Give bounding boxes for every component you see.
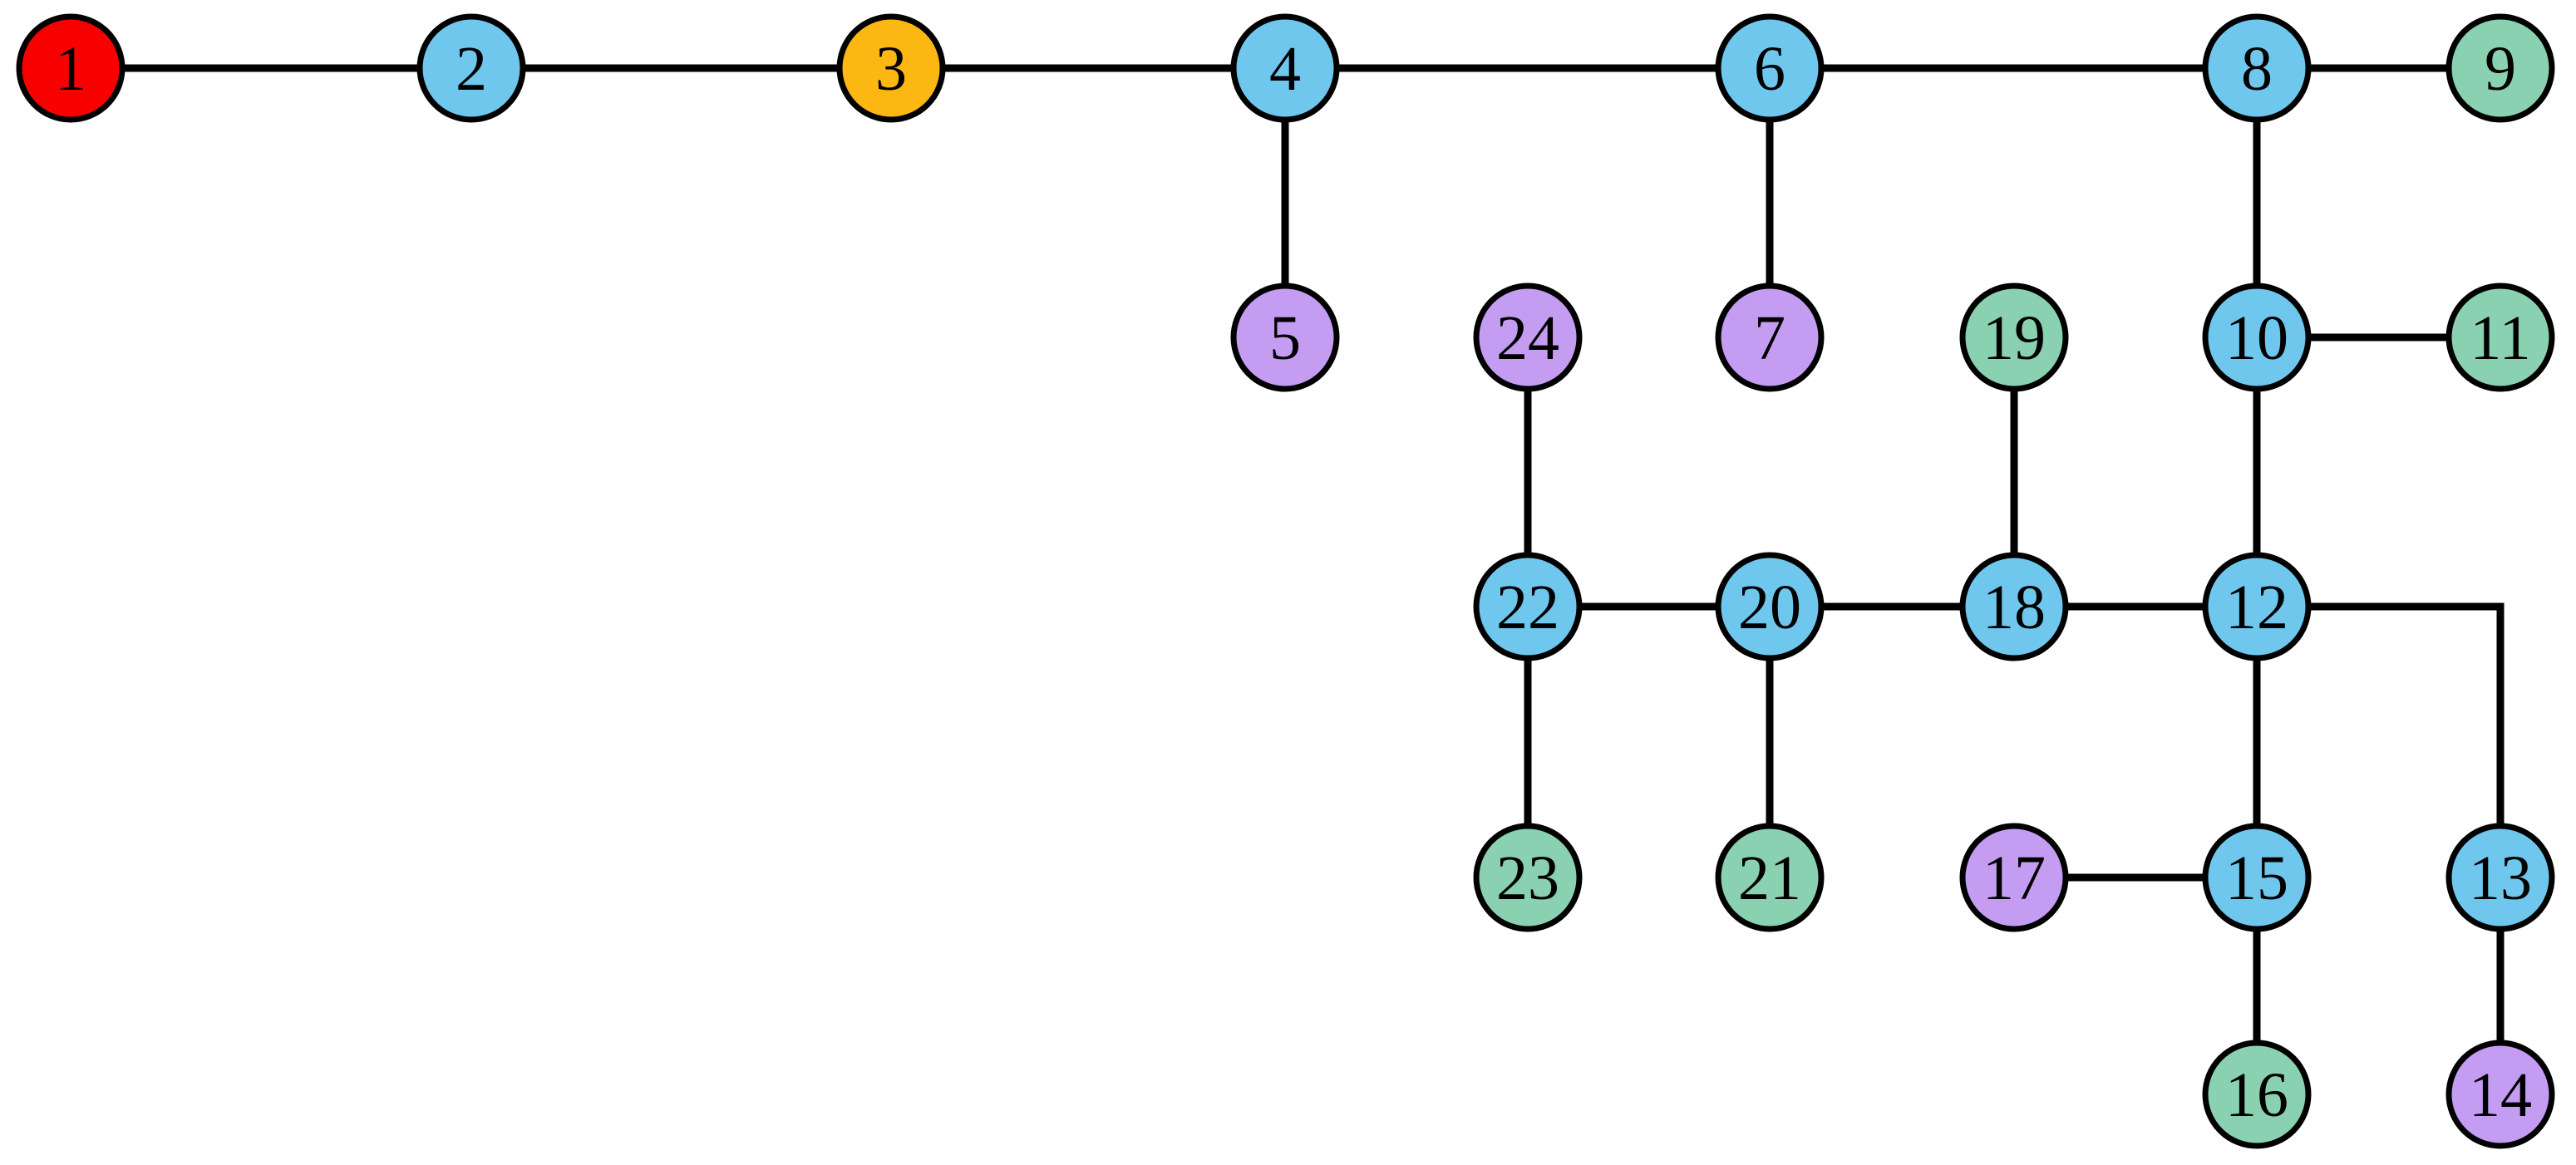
node-19: 19 [1959, 283, 2069, 392]
node-18-label: 18 [1982, 573, 2046, 642]
node-10-circle [2202, 283, 2312, 392]
node-24: 24 [1473, 283, 1583, 392]
node-2-label: 2 [456, 34, 487, 104]
node-23-circle [1473, 823, 1583, 932]
node-14-label: 14 [2469, 1060, 2532, 1130]
node-23-label: 23 [1496, 843, 1559, 913]
node-1-circle [16, 13, 126, 123]
node-15-label: 15 [2225, 843, 2288, 913]
node-11: 11 [2445, 283, 2555, 392]
node-23: 23 [1473, 823, 1583, 932]
node-7-label: 7 [1754, 303, 1785, 373]
node-15-circle [2202, 823, 2312, 932]
node-9: 9 [2445, 13, 2555, 123]
node-3-label: 3 [875, 34, 907, 104]
node-21: 21 [1715, 823, 1825, 932]
node-2-circle [416, 13, 526, 123]
node-6-circle [1715, 13, 1825, 123]
node-3-circle [836, 13, 946, 123]
node-10: 10 [2202, 283, 2312, 392]
node-18-circle [1959, 552, 2069, 661]
node-5: 5 [1230, 283, 1340, 392]
node-6: 6 [1715, 13, 1825, 123]
node-19-label: 19 [1982, 303, 2046, 373]
node-24-circle [1473, 283, 1583, 392]
node-18: 18 [1959, 552, 2069, 661]
node-1: 1 [16, 13, 126, 123]
node-12-circle [2202, 552, 2312, 661]
node-16-label: 16 [2225, 1060, 2288, 1130]
node-7-circle [1715, 283, 1825, 392]
node-13-label: 13 [2469, 843, 2532, 913]
node-4-circle [1230, 13, 1340, 123]
node-20-label: 20 [1738, 573, 1801, 642]
node-12-label: 12 [2225, 573, 2288, 642]
node-17-circle [1959, 823, 2069, 932]
node-11-label: 11 [2470, 303, 2530, 373]
node-17-label: 17 [1982, 843, 2046, 913]
node-10-label: 10 [2225, 303, 2288, 373]
node-21-label: 21 [1738, 843, 1801, 913]
node-22: 22 [1473, 552, 1583, 661]
node-1-label: 1 [55, 34, 86, 104]
node-16-circle [2202, 1040, 2312, 1149]
node-8: 8 [2202, 13, 2312, 123]
node-14: 14 [2445, 1040, 2555, 1149]
node-9-label: 9 [2485, 34, 2516, 104]
node-5-circle [1230, 283, 1340, 392]
node-24-label: 24 [1496, 303, 1559, 373]
node-6-label: 6 [1754, 34, 1785, 104]
node-2: 2 [416, 13, 526, 123]
node-8-circle [2202, 13, 2312, 123]
node-14-circle [2445, 1040, 2555, 1149]
node-22-label: 22 [1496, 573, 1559, 642]
node-3: 3 [836, 13, 946, 123]
edges-layer [71, 64, 2505, 1094]
node-4: 4 [1230, 13, 1340, 123]
node-13-circle [2445, 823, 2555, 932]
node-7: 7 [1715, 283, 1825, 392]
node-12: 12 [2202, 552, 2312, 661]
node-15: 15 [2202, 823, 2312, 932]
node-11-circle [2445, 283, 2555, 392]
node-9-circle [2445, 13, 2555, 123]
node-13: 13 [2445, 823, 2555, 932]
node-4-label: 4 [1269, 34, 1301, 104]
node-20-circle [1715, 552, 1825, 661]
node-19-circle [1959, 283, 2069, 392]
node-5-label: 5 [1269, 303, 1301, 373]
edge-12-13 [2257, 602, 2505, 877]
node-21-circle [1715, 823, 1825, 932]
node-17: 17 [1959, 823, 2069, 932]
node-20: 20 [1715, 552, 1825, 661]
node-8-label: 8 [2241, 34, 2273, 104]
node-16: 16 [2202, 1040, 2312, 1149]
node-22-circle [1473, 552, 1583, 661]
